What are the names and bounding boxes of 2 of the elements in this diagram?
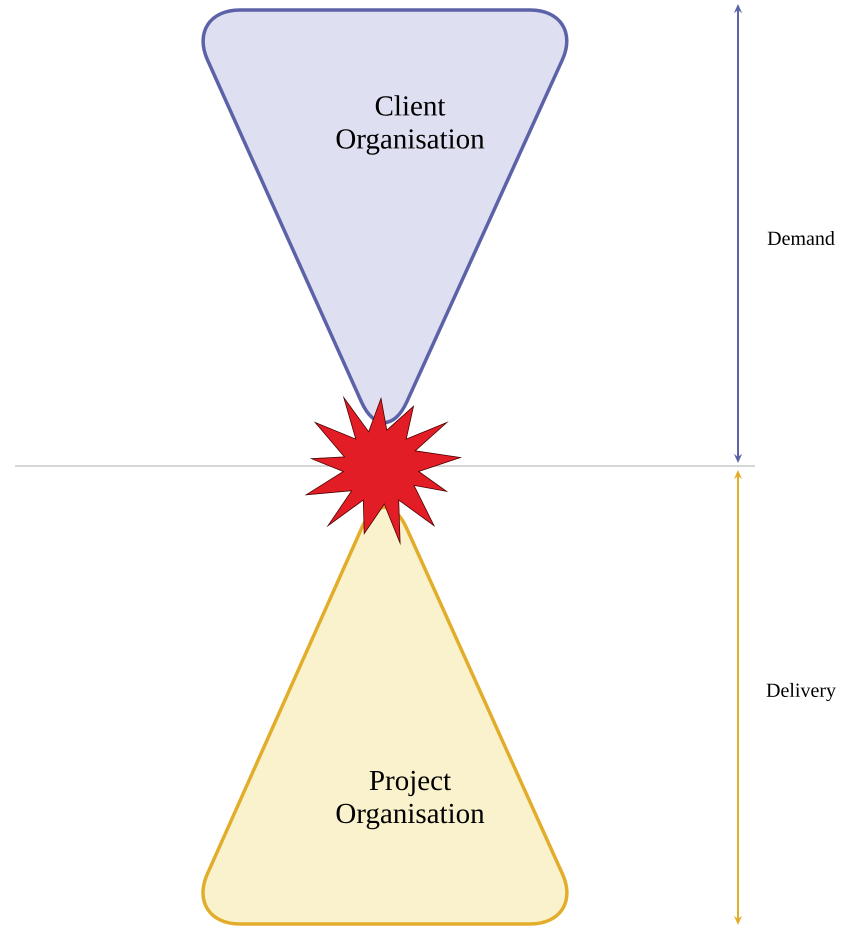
dimension-label: Delivery bbox=[766, 682, 836, 702]
dimension-label: Demand bbox=[768, 230, 835, 246]
